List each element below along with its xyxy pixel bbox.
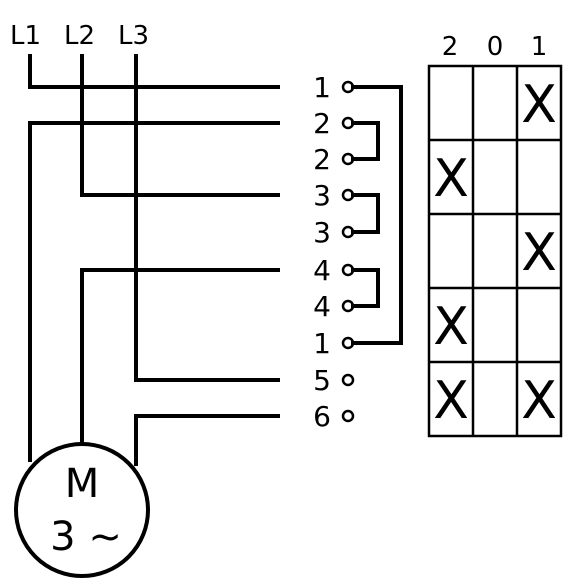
terminal-label: 3 — [313, 216, 331, 249]
wire-motor-w-to-terminal-6 — [134, 414, 280, 466]
jumper-terminal-2-to-2 — [351, 121, 380, 161]
contact-closed-mark: X — [521, 223, 557, 283]
terminal-labels: 1 2 2 3 3 4 4 1 5 6 — [313, 71, 331, 433]
motor-letter: M — [65, 461, 100, 507]
jumper-terminal-4-to-4 — [351, 268, 380, 308]
contact-closed-mark: X — [433, 371, 469, 431]
terminal-label: 4 — [313, 290, 331, 323]
contact-closed-mark: X — [433, 149, 469, 209]
switch-position-label: 0 — [487, 32, 504, 62]
wire-l2-to-terminal-3 — [80, 54, 280, 197]
contact-closed-mark: X — [433, 297, 469, 357]
phase-label-l2: L2 — [64, 21, 95, 51]
switch-position-label: 2 — [442, 32, 459, 62]
terminal-label: 1 — [313, 71, 331, 104]
motor-phase-symbol: 3 ~ — [50, 514, 122, 560]
terminal-label: 4 — [313, 254, 331, 287]
contact-closed-mark: X — [521, 75, 557, 135]
terminal-contact — [341, 373, 355, 387]
terminal-contacts — [341, 80, 355, 423]
wire-motor-u-to-terminal-2 — [28, 121, 280, 462]
terminal-label: 6 — [313, 400, 331, 433]
jumper-terminal-1-to-1 — [351, 85, 403, 345]
wire-motor-v-to-terminal-4 — [80, 268, 280, 474]
terminal-contact — [341, 409, 355, 423]
phase-label-l1: L1 — [10, 21, 41, 51]
wire-l3-to-terminal-5 — [134, 54, 280, 382]
jumper-terminal-3-to-3 — [351, 193, 380, 234]
terminal-label: 3 — [313, 179, 331, 212]
terminal-label: 2 — [313, 107, 331, 140]
terminal-label: 5 — [313, 364, 331, 397]
motor-symbol — [14, 442, 150, 578]
terminal-label: 1 — [313, 327, 331, 360]
phase-label-l3: L3 — [118, 21, 149, 51]
contact-closed-mark: X — [521, 371, 557, 431]
switch-position-label: 1 — [531, 32, 548, 62]
wire-l1-to-terminal-1 — [28, 54, 280, 89]
table-border — [427, 64, 563, 438]
terminal-label: 2 — [313, 143, 331, 176]
